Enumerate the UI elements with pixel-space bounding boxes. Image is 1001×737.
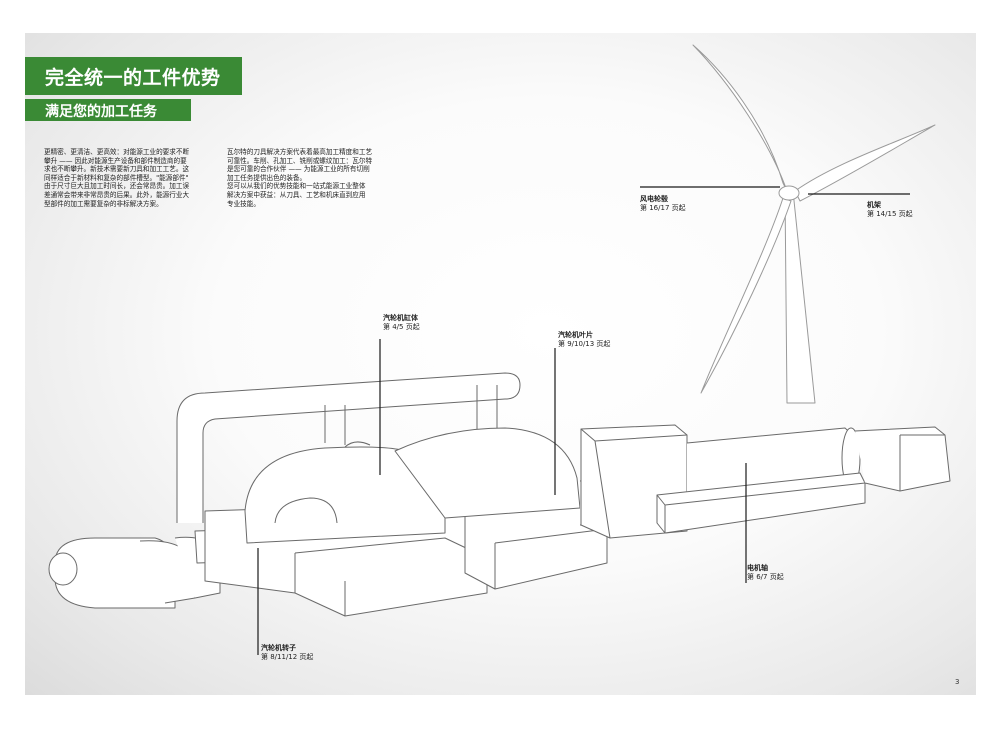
subtitle-banner: 满足您的加工任务 [25,99,191,121]
label-turbine-rotor: 汽轮机转子 第 8/11/12 页起 [261,644,314,661]
generator-drawing [580,424,951,539]
turbine-illustration [48,44,951,655]
page-subtitle: 满足您的加工任务 [45,104,157,120]
intro-paragraph-right: 瓦尔特的刀具解决方案代表着最高加工精度和工艺 可靠性。车削、孔加工、铣削或螺纹加… [227,148,373,208]
brochure-page: 完全统一的工件优势 满足您的加工任务 更精密、更清洁、更高效：对能源工业的要求不… [25,33,976,695]
turbine-end-housing [48,536,221,609]
page-number: 3 [955,678,960,686]
intro-paragraph-left: 更精密、更清洁、更高效：对能源工业的要求不断 攀升 —— 因此对能源生产设备和部… [44,148,190,208]
wind-turbine-drawing [692,44,936,404]
label-turbine-casing: 汽轮机缸体 第 4/5 页起 [383,314,420,331]
label-turbine-blade: 汽轮机叶片 第 9/10/13 页起 [558,331,611,348]
callout-lines [257,186,910,655]
steam-pipe-drawing [176,372,521,523]
page-title: 完全统一的工件优势 [45,67,221,89]
label-frame: 机架 第 14/15 页起 [867,201,913,218]
title-banner: 完全统一的工件优势 [25,57,242,95]
label-motor-shaft: 电机轴 第 6/7 页起 [747,564,784,581]
turbine-casing-drawing [244,427,581,544]
label-wind-hub: 风电轮毂 第 16/17 页起 [640,195,686,212]
